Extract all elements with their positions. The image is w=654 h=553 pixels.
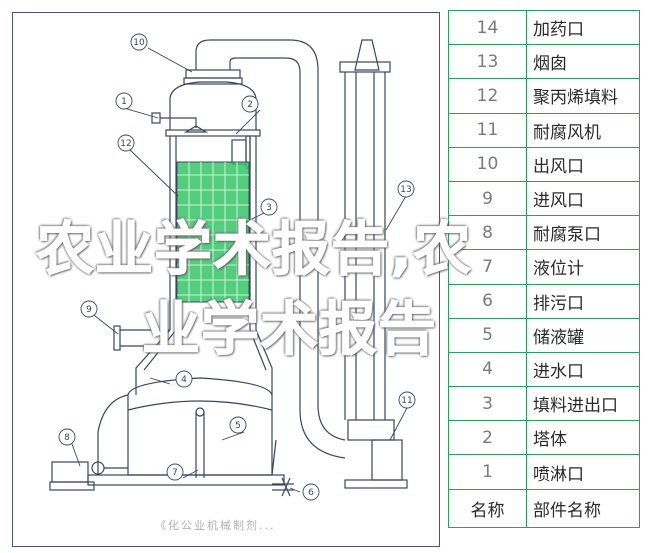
level-gauge bbox=[195, 412, 205, 478]
part-name: 出风口 bbox=[526, 146, 640, 182]
part-number: 1 bbox=[448, 454, 527, 490]
leader-3 bbox=[260, 198, 278, 216]
pump-left bbox=[49, 461, 128, 491]
part-number: 13 bbox=[448, 44, 527, 80]
watermark-line-2: 业学术报告 bbox=[141, 295, 438, 364]
part-name: 填料进出口 bbox=[526, 386, 640, 422]
part-number: 2 bbox=[448, 420, 527, 456]
parts-header-row: 名称部件名称 bbox=[448, 488, 640, 528]
spray-inlet bbox=[160, 117, 197, 128]
svg-text:8: 8 bbox=[64, 433, 70, 443]
leader-8 bbox=[58, 428, 76, 446]
watermark-line-1: 农业学术报告,农 bbox=[35, 215, 473, 284]
part-name: 排污口 bbox=[526, 283, 640, 319]
part-name: 进风口 bbox=[526, 180, 640, 217]
part-name: 储液罐 bbox=[526, 317, 640, 353]
part-name: 烟囱 bbox=[526, 44, 640, 80]
part-number: 11 bbox=[448, 112, 527, 148]
leader-9 bbox=[80, 300, 98, 318]
svg-text:2: 2 bbox=[247, 100, 253, 110]
part-name: 加药口 bbox=[526, 9, 640, 46]
header-number: 名称 bbox=[448, 488, 527, 528]
part-number: 14 bbox=[448, 9, 527, 46]
part-name: 塔体 bbox=[526, 420, 640, 456]
part-number: 5 bbox=[448, 317, 527, 353]
leader-11 bbox=[398, 391, 416, 409]
leader-7 bbox=[166, 463, 184, 481]
part-name: 进水口 bbox=[526, 351, 640, 388]
header-name: 部件名称 bbox=[526, 488, 640, 528]
svg-text:10: 10 bbox=[133, 38, 145, 48]
svg-text:6: 6 bbox=[308, 488, 314, 498]
part-name: 耐腐风机 bbox=[526, 112, 640, 148]
leader-12 bbox=[117, 134, 135, 152]
svg-text:4: 4 bbox=[181, 375, 187, 385]
drawing-frame bbox=[12, 12, 440, 547]
leader-1 bbox=[115, 92, 133, 110]
leader-4 bbox=[175, 370, 193, 388]
part-number: 7 bbox=[448, 249, 527, 285]
air-inlet bbox=[120, 329, 170, 347]
svg-text:7: 7 bbox=[172, 468, 178, 478]
part-number: 4 bbox=[448, 351, 527, 388]
part-number: 3 bbox=[448, 386, 527, 422]
part-name: 液位计 bbox=[526, 249, 640, 285]
tower-top bbox=[169, 81, 257, 130]
fan bbox=[344, 419, 408, 489]
exhaust-duct bbox=[195, 39, 346, 441]
svg-text:13: 13 bbox=[400, 185, 411, 195]
svg-text:11: 11 bbox=[401, 396, 412, 406]
leader-10 bbox=[130, 33, 148, 51]
svg-text:1: 1 bbox=[121, 97, 127, 107]
svg-text:9: 9 bbox=[86, 305, 92, 315]
leader-13 bbox=[397, 180, 415, 198]
part-name: 喷淋口 bbox=[526, 454, 640, 490]
part-name: 耐腐泵口 bbox=[526, 215, 640, 251]
packing-section bbox=[176, 161, 250, 303]
storage-tank bbox=[127, 377, 273, 476]
svg-text:12: 12 bbox=[120, 139, 131, 149]
faded-caption: 《化公业机械制剂... bbox=[155, 519, 276, 532]
leader-6 bbox=[302, 483, 320, 501]
chimney bbox=[354, 39, 380, 71]
part-number: 10 bbox=[448, 146, 527, 182]
part-number: 8 bbox=[448, 215, 527, 251]
drain-valve bbox=[272, 477, 294, 497]
svg-text:5: 5 bbox=[235, 421, 241, 431]
part-number: 6 bbox=[448, 283, 527, 319]
svg-text:3: 3 bbox=[266, 203, 272, 213]
leader-5 bbox=[229, 416, 247, 434]
part-number: 12 bbox=[448, 78, 527, 114]
part-name: 聚丙烯填料 bbox=[526, 78, 640, 114]
leader-2 bbox=[241, 95, 259, 113]
tower-body bbox=[169, 136, 257, 330]
